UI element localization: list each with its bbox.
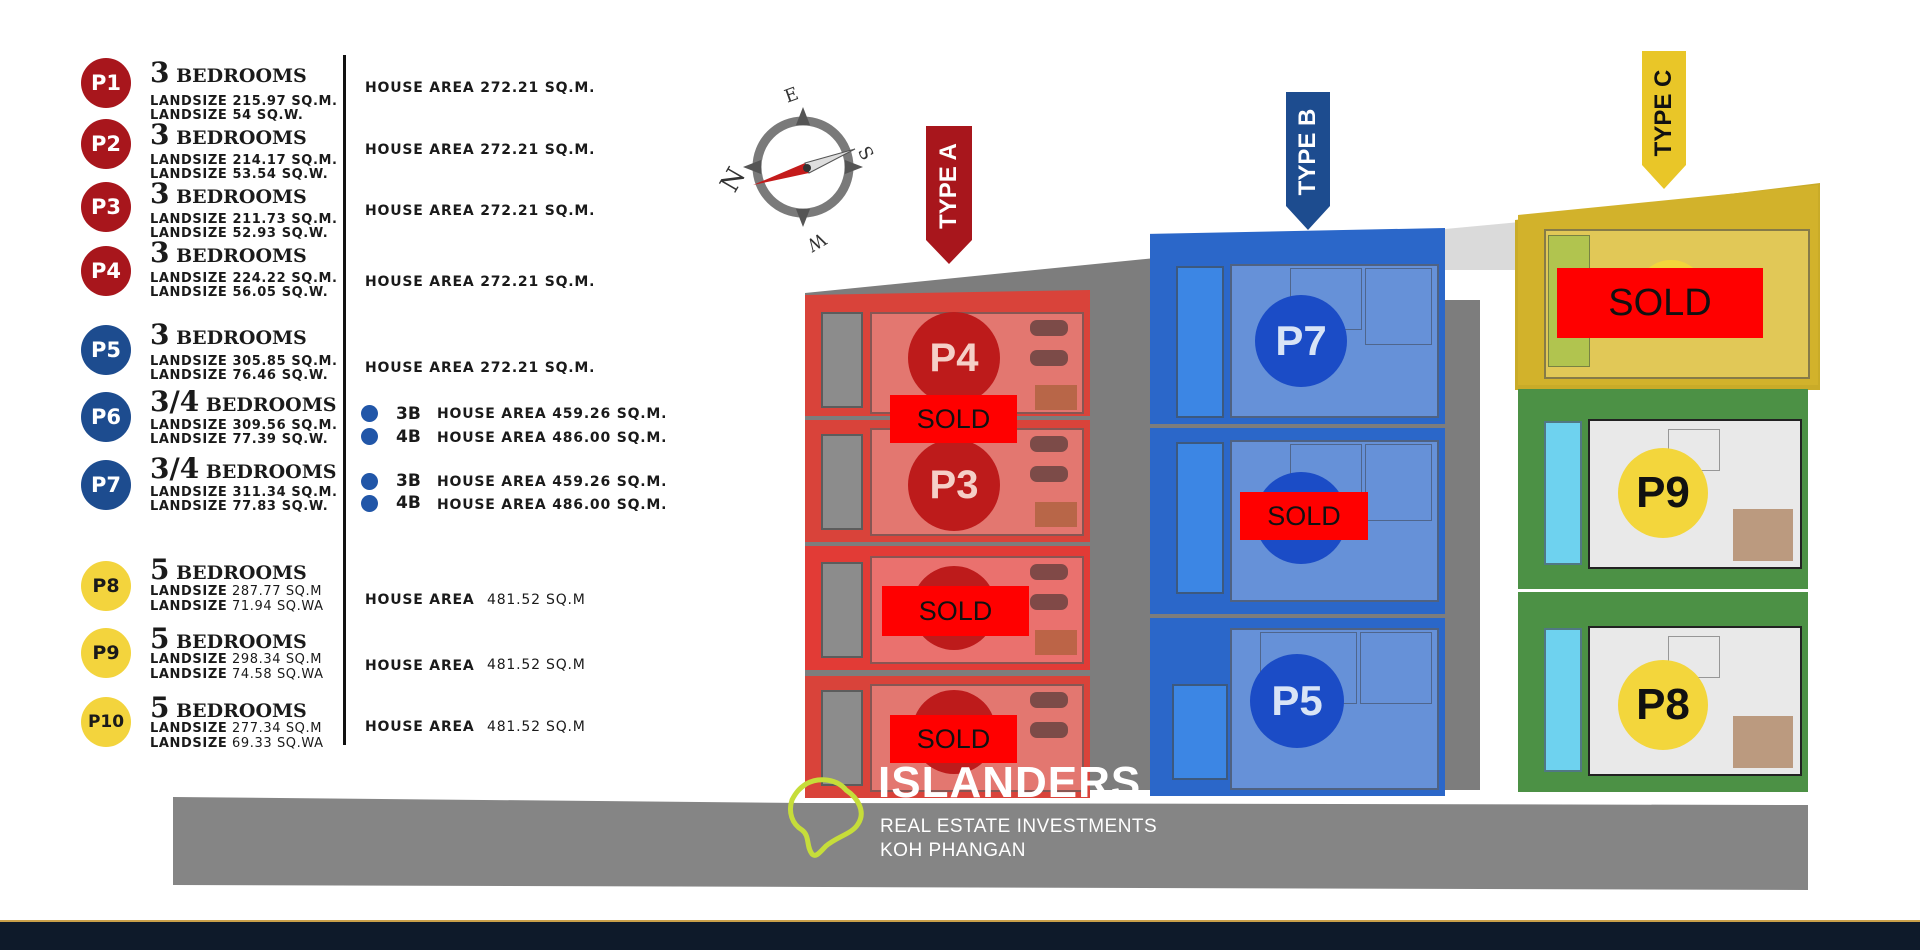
- house-area-label-p8: HOUSE AREA: [365, 592, 475, 608]
- bedrooms-p7: 3/4 BEDROOMS: [150, 452, 337, 485]
- house-area-value-p8: 481.52 SQ.M: [487, 592, 586, 608]
- landsize-sqm-p2: LANDSIZE 214.17 SQ.M.: [150, 153, 338, 168]
- lot-label-p5: P5: [1250, 654, 1344, 748]
- landsize-label-p10-sqw: LANDSIZE: [150, 736, 228, 751]
- landsize-label-p8: LANDSIZE: [150, 584, 228, 599]
- option-dot-p7-3b: [361, 473, 378, 490]
- footer-bar: [0, 922, 1920, 950]
- house-area-label-p10: HOUSE AREA: [365, 719, 475, 735]
- sold-badge-p10: SOLD: [1557, 268, 1763, 338]
- landsize-label-p9-sqw: LANDSIZE: [150, 667, 228, 682]
- option-dot-p6-3b: [361, 405, 378, 422]
- sold-badge-p4: SOLD: [890, 395, 1017, 443]
- bedrooms-p8: 5 BEDROOMS: [150, 553, 307, 586]
- lot-label-p9: P9: [1618, 448, 1708, 538]
- plot-badge-p9: P9: [81, 628, 131, 678]
- landsize-sqm-p7: LANDSIZE 311.34 SQ.M.: [150, 485, 338, 500]
- landsize-sqm-p6: LANDSIZE 309.56 SQ.M.: [150, 418, 338, 433]
- bedrooms-p10: 5 BEDROOMS: [150, 691, 307, 724]
- option-label-p7-4b: 4B: [396, 493, 421, 513]
- landsize-sqw-p1: LANDSIZE 54 SQ.W.: [150, 108, 304, 123]
- house-area-value-p9: 481.52 SQ.M: [487, 657, 586, 673]
- landsize-sqw-p6: LANDSIZE 77.39 SQ.W.: [150, 432, 329, 447]
- option-dot-p6-4b: [361, 428, 378, 445]
- landsize-sqw-p5: LANDSIZE 76.46 SQ.W.: [150, 368, 329, 383]
- bedrooms-p5: 3 BEDROOMS: [150, 318, 307, 351]
- option-label-p7-3b: 3B: [396, 471, 421, 491]
- landsize-sqm-p8: 287.77 SQ.M: [232, 584, 323, 599]
- house-area-value-p10: 481.52 SQ.M: [487, 719, 586, 735]
- type-a-tag: TYPE A: [926, 126, 972, 266]
- lot-label-p3: P3: [908, 439, 1000, 531]
- landsize-sqm-p5: LANDSIZE 305.85 SQ.M.: [150, 354, 338, 369]
- option-label-p6-3b: 3B: [396, 404, 421, 424]
- plot-badge-p1: P1: [81, 58, 131, 108]
- lot-label-p8: P8: [1618, 660, 1708, 750]
- landsize-sqm-p10: 277.34 SQ.M: [232, 721, 323, 736]
- plot-badge-p6: P6: [81, 392, 131, 442]
- bedrooms-p4: 3 BEDROOMS: [150, 236, 307, 269]
- sold-badge-p2: SOLD: [882, 586, 1029, 636]
- plot-badge-p10: P10: [81, 697, 131, 747]
- brand-subtitle-1: REAL ESTATE INVESTMENTS: [880, 816, 1158, 837]
- house-area-p1: HOUSE AREA 272.21 SQ.M.: [365, 80, 596, 96]
- landsize-sqw-p8: 71.94 SQ.WA: [232, 599, 324, 614]
- type-b-tag: TYPE B: [1286, 92, 1330, 232]
- house-area-p5: HOUSE AREA 272.21 SQ.M.: [365, 360, 596, 376]
- house-area-p4: HOUSE AREA 272.21 SQ.M.: [365, 274, 596, 290]
- bedrooms-p6: 3/4 BEDROOMS: [150, 385, 337, 418]
- landsize-sqw-p4: LANDSIZE 56.05 SQ.W.: [150, 285, 329, 300]
- landsize-sqw-p7: LANDSIZE 77.83 SQ.W.: [150, 499, 329, 514]
- house-area-p3: HOUSE AREA 272.21 SQ.M.: [365, 203, 596, 219]
- bedrooms-p2: 3 BEDROOMS: [150, 118, 307, 151]
- landsize-sqw-p2: LANDSIZE 53.54 SQ.W.: [150, 167, 329, 182]
- landsize-sqw-p9: 74.58 SQ.WA: [232, 667, 324, 682]
- lot-label-p7: P7: [1255, 295, 1347, 387]
- plot-badge-p4: P4: [81, 246, 131, 296]
- house-area-p6-4b: HOUSE AREA 486.00 SQ.M.: [437, 430, 668, 446]
- plot-badge-p8: P8: [81, 561, 131, 611]
- legend-divider: [343, 55, 346, 745]
- brand-subtitle-2: KOH PHANGAN: [880, 840, 1026, 861]
- landsize-sqw-p10: 69.33 SQ.WA: [232, 736, 324, 751]
- option-dot-p7-4b: [361, 495, 378, 512]
- landsize-sqm-p1: LANDSIZE 215.97 SQ.M.: [150, 94, 338, 109]
- brand-title: ISLANDERS: [878, 758, 1142, 807]
- landsize-label-p9: LANDSIZE: [150, 652, 228, 667]
- islanders-logo: [786, 776, 870, 866]
- bedrooms-p3: 3 BEDROOMS: [150, 177, 307, 210]
- plot-badge-p3: P3: [81, 182, 131, 232]
- landsize-sqm-p4: LANDSIZE 224.22 SQ.M.: [150, 271, 338, 286]
- house-area-label-p9: HOUSE AREA: [365, 658, 475, 674]
- bedrooms-p1: 3 BEDROOMS: [150, 56, 307, 89]
- plot-badge-p2: P2: [81, 119, 131, 169]
- landsize-label-p8-sqw: LANDSIZE: [150, 599, 228, 614]
- plot-badge-p7: P7: [81, 460, 131, 510]
- landsize-label-p10: LANDSIZE: [150, 721, 228, 736]
- sold-badge-p6: SOLD: [1240, 492, 1368, 540]
- landsize-sqm-p9: 298.34 SQ.M: [232, 652, 323, 667]
- option-label-p6-4b: 4B: [396, 427, 421, 447]
- house-area-p6-3b: HOUSE AREA 459.26 SQ.M.: [437, 406, 668, 422]
- bedrooms-p9: 5 BEDROOMS: [150, 622, 307, 655]
- compass-icon: N E S W: [715, 83, 878, 255]
- house-area-p7-4b: HOUSE AREA 486.00 SQ.M.: [437, 497, 668, 513]
- house-area-p7-3b: HOUSE AREA 459.26 SQ.M.: [437, 474, 668, 490]
- landsize-sqm-p3: LANDSIZE 211.73 SQ.M.: [150, 212, 338, 227]
- sold-badge-p1: SOLD: [890, 715, 1017, 763]
- lot-label-p4: P4: [908, 312, 1000, 404]
- type-c-tag: TYPE C: [1642, 51, 1686, 191]
- landsize-sqw-p3: LANDSIZE 52.93 SQ.W.: [150, 226, 329, 241]
- plot-badge-p5: P5: [81, 325, 131, 375]
- house-area-p2: HOUSE AREA 272.21 SQ.M.: [365, 142, 596, 158]
